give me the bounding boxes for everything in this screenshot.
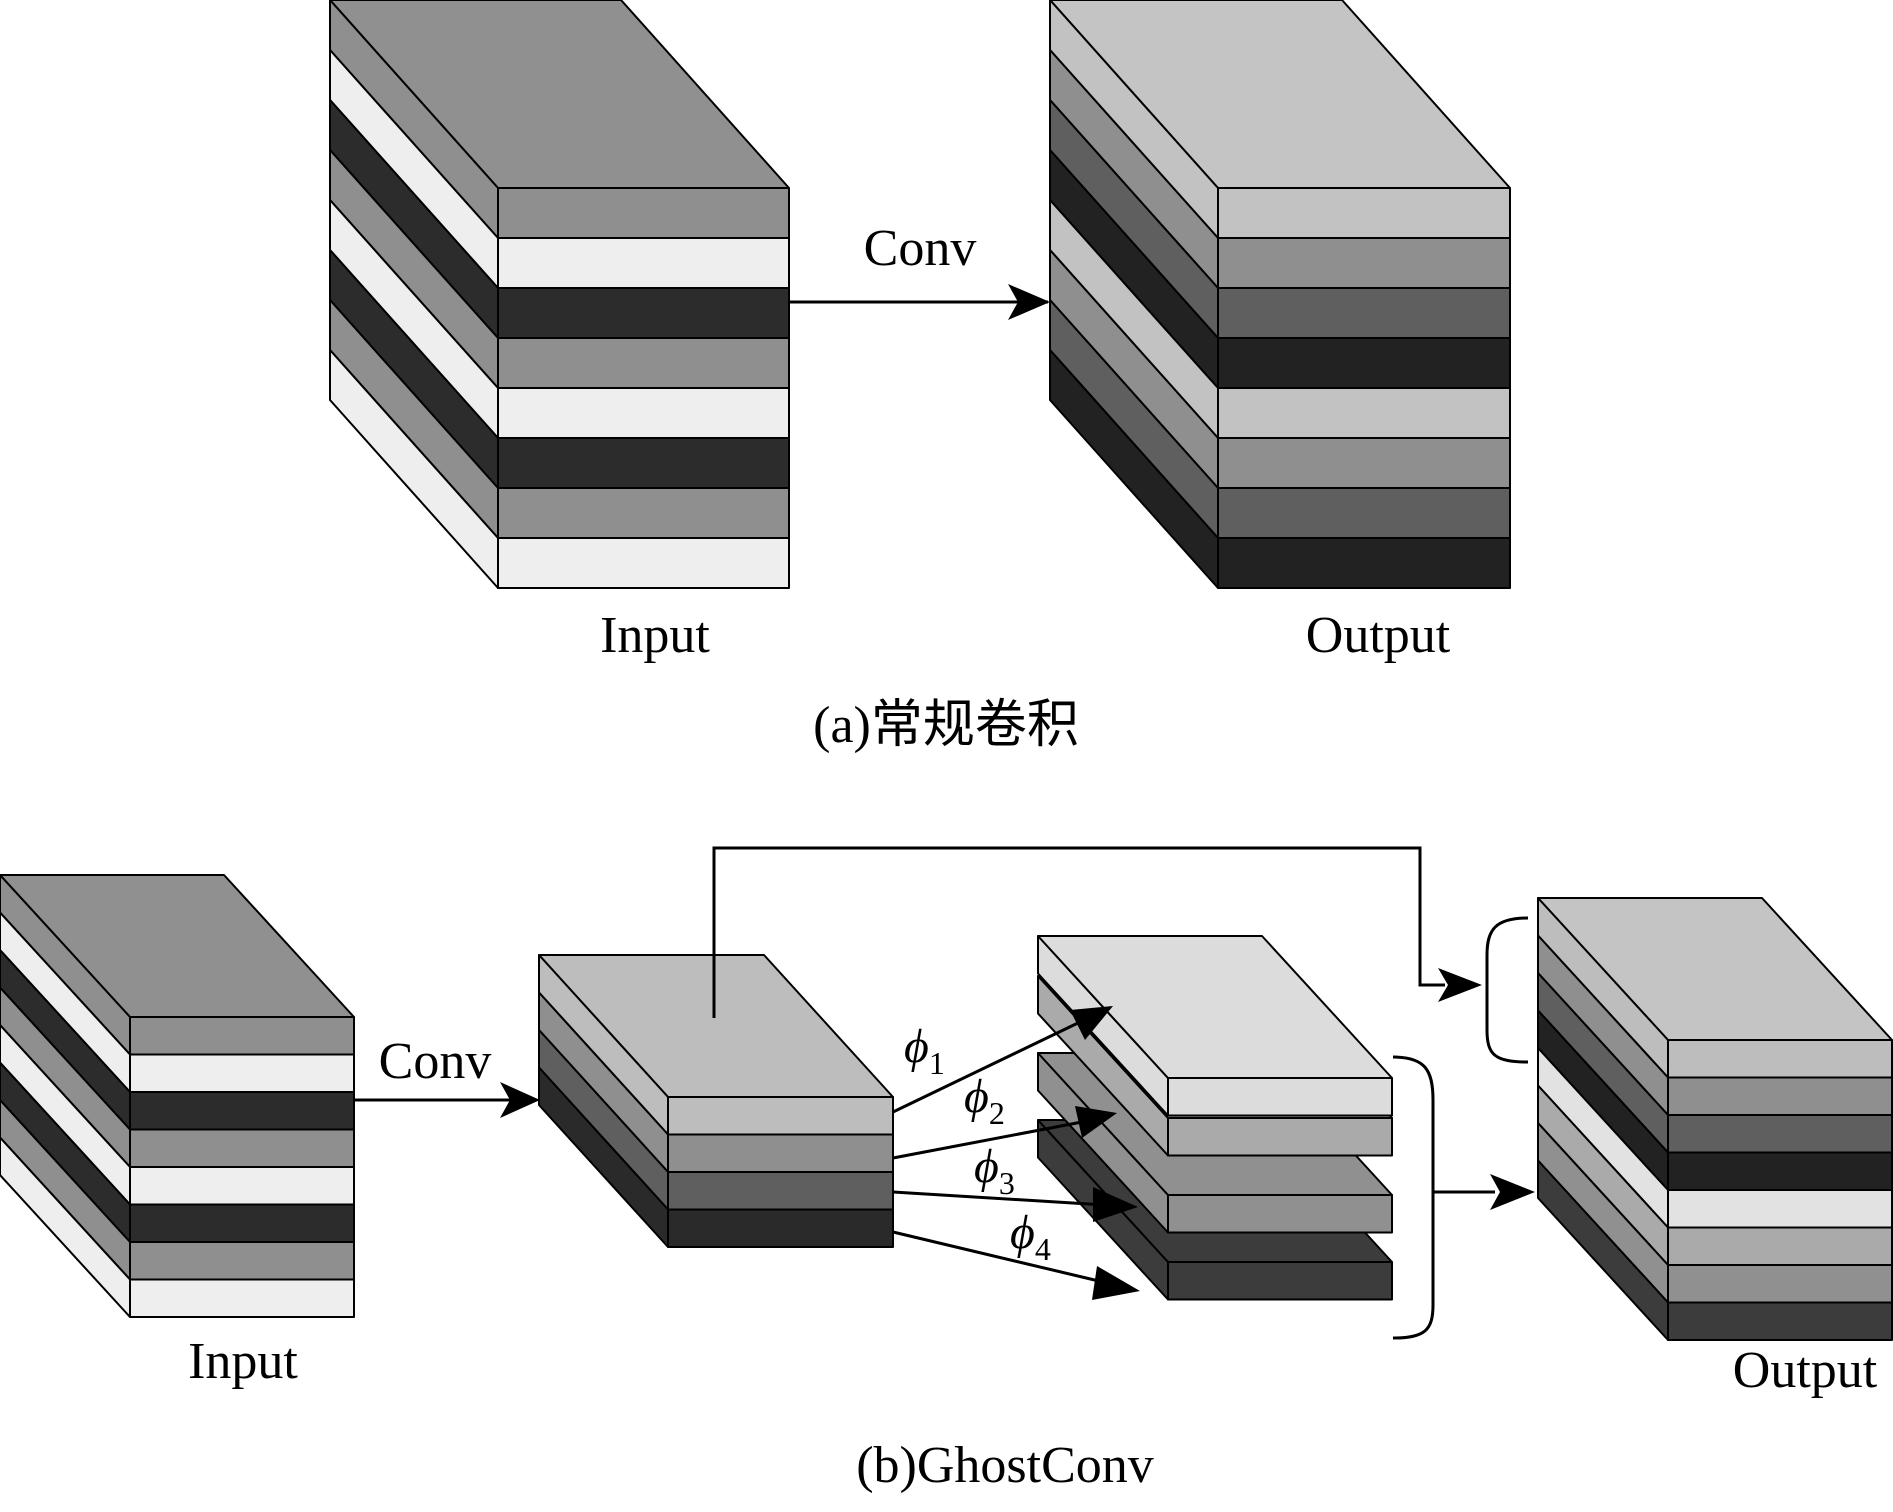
stack-front-layer (1667, 1076, 1893, 1116)
stack-front-layer (1217, 437, 1511, 489)
conv-arrowhead-a (1008, 284, 1050, 320)
stack-front-layer (1667, 1114, 1893, 1154)
stack-front-layer (1217, 187, 1511, 239)
intrinsic-feature-maps (538, 954, 894, 1248)
input-tensor-a (329, 0, 790, 589)
stack-front-layer (129, 1053, 355, 1093)
phi-2-arrow (892, 1120, 1083, 1160)
phi-3-label: ϕ3 (974, 1140, 1015, 1201)
ghost-slab-front (1167, 1117, 1393, 1157)
stack-front-layer (129, 1016, 355, 1056)
input-tensor-b (0, 874, 355, 1318)
phi-labels: ϕ1 ϕ2 ϕ3 ϕ4 (904, 1020, 1051, 1267)
stack-front-layer (667, 1208, 894, 1248)
stack-front-layer (1217, 237, 1511, 289)
input-label-b: Input (188, 1333, 298, 1390)
ghost-feature-maps (1037, 935, 1393, 1301)
conv-label-b: Conv (379, 1033, 492, 1090)
ghost-group-brace (1392, 1055, 1435, 1340)
phi-2-label: ϕ2 (964, 1070, 1005, 1131)
output-tensor-a (1049, 0, 1511, 589)
phi-4-label: ϕ4 (1010, 1206, 1051, 1267)
phi-4-arrowhead (1092, 1266, 1140, 1300)
identity-group-brace (1485, 916, 1529, 1064)
stack-front-layer (497, 287, 790, 339)
stack-front-layer (1667, 1039, 1893, 1079)
stack-front-layer (129, 1241, 355, 1281)
phi-arrows (892, 1006, 1140, 1300)
conv-arrowhead-b (500, 1082, 540, 1118)
ghost-slab-front (1167, 1261, 1393, 1301)
caption-a: (a)常规卷积 (813, 697, 1079, 754)
phi-3-arrow (892, 1190, 1106, 1207)
conv-label-a: Conv (864, 220, 977, 277)
phi-2-arrowhead (1075, 1106, 1117, 1138)
stack-front-layer (1667, 1189, 1893, 1229)
stack-front-layer (1667, 1301, 1893, 1341)
stack-front-layer (667, 1096, 894, 1136)
stack-front-layer (1217, 537, 1511, 589)
stack-front-layer (129, 1128, 355, 1168)
stack-front-layer (497, 187, 790, 239)
stack-front-layer (1217, 337, 1511, 389)
stack-front-layer (1667, 1151, 1893, 1191)
output-label-a: Output (1306, 607, 1451, 664)
input-label-a: Input (600, 607, 710, 664)
phi-3-arrowhead (1093, 1187, 1138, 1222)
stack-front-layer (1217, 387, 1511, 439)
panel-a: Conv Input Output (a)常规卷积 (329, 0, 1511, 754)
concat-arrowhead (1490, 1174, 1535, 1210)
stack-front-layer (497, 387, 790, 439)
stack-front-layer (497, 237, 790, 289)
stack-front-layer (667, 1171, 894, 1211)
stack-front-layer (1217, 287, 1511, 339)
stack-front-layer (497, 537, 790, 589)
stack-front-layer (129, 1278, 355, 1318)
stack-front-layer (1217, 487, 1511, 539)
stack-front-layer (1667, 1264, 1893, 1304)
stack-front-layer (1667, 1226, 1893, 1266)
output-tensor-b (1537, 897, 1893, 1341)
stack-front-layer (129, 1203, 355, 1243)
ghost-slab-front (1167, 1077, 1393, 1117)
caption-b: (b)GhostConv (856, 1437, 1154, 1494)
stack-front-layer (129, 1091, 355, 1131)
stack-front-layer (497, 337, 790, 389)
stack-front-layer (667, 1133, 894, 1173)
ghost-slab-front (1167, 1194, 1393, 1234)
phi-1-arrowhead (1070, 1006, 1113, 1040)
output-label-b: Output (1733, 1342, 1878, 1399)
identity-connection (712, 846, 1445, 1018)
stack-front-layer (497, 437, 790, 489)
identity-arrowhead (1438, 968, 1482, 1002)
stack-front-layer (129, 1166, 355, 1206)
phi-4-arrow (892, 1230, 1104, 1284)
stack-front-layer (497, 487, 790, 539)
phi-1-label: ϕ1 (904, 1020, 945, 1081)
phi-1-arrow (892, 1020, 1081, 1114)
panel-b: Conv ϕ1 ϕ2 ϕ3 ϕ4 Input (0, 846, 1893, 1494)
